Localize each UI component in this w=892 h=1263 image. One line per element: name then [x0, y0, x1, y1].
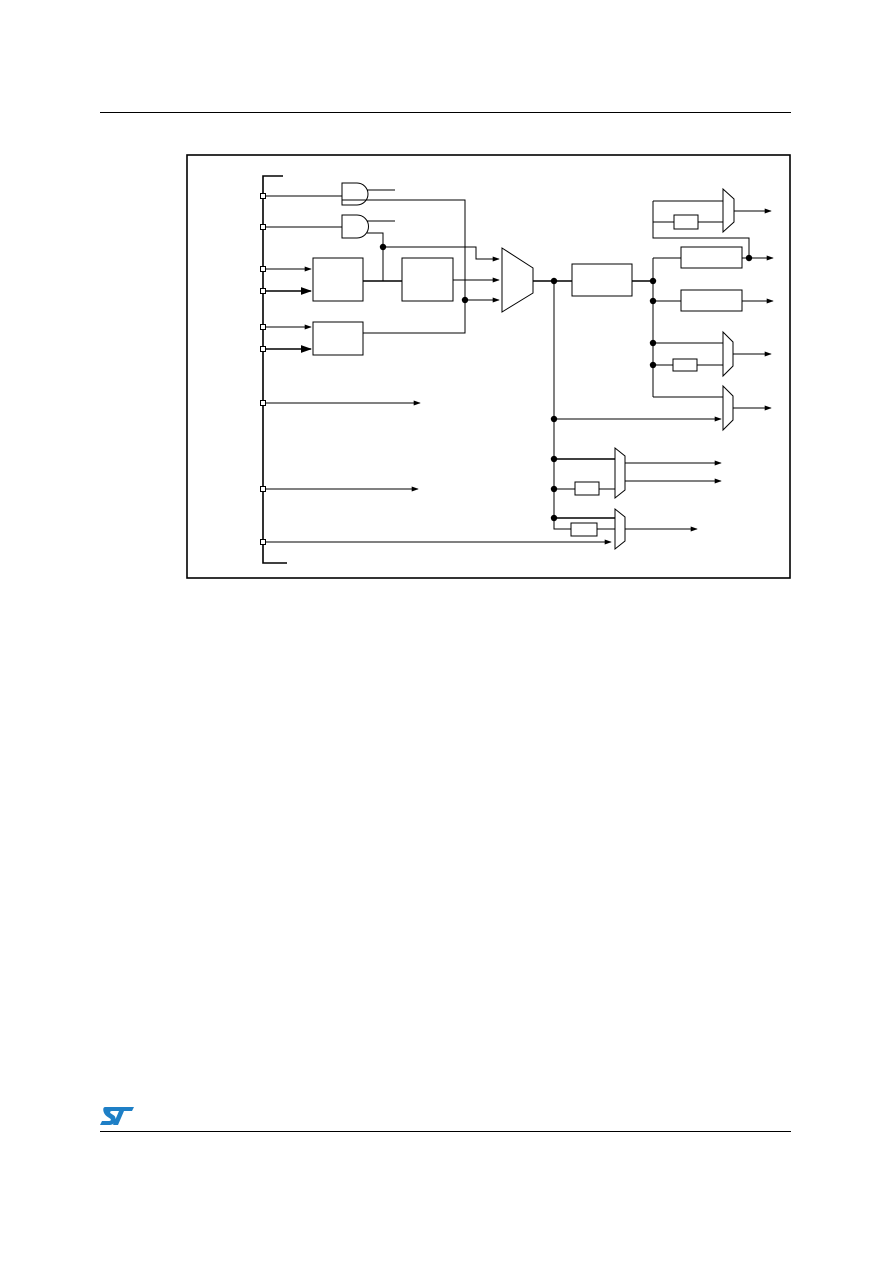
figure-frame	[186, 154, 791, 579]
header-rule	[100, 112, 791, 113]
st-logo-icon	[100, 1107, 134, 1125]
junction-dots	[379, 243, 753, 522]
resistor-3	[574, 481, 600, 496]
resistor-1	[673, 214, 699, 230]
output-mux-1	[722, 187, 735, 234]
main-mux	[501, 247, 534, 313]
output-mux-5	[614, 507, 626, 551]
output-mux-4	[614, 446, 626, 500]
output-mux-3	[722, 384, 734, 432]
block-e	[680, 246, 743, 269]
block-f	[680, 289, 743, 312]
block-d	[571, 263, 633, 297]
block-c	[312, 321, 364, 356]
output-mux-2	[722, 330, 734, 378]
block-b	[401, 257, 454, 302]
block-a	[312, 257, 364, 302]
resistor-2	[672, 358, 698, 372]
footer-rule	[100, 1131, 791, 1132]
and-gate-2	[341, 214, 369, 239]
resistor-4	[570, 522, 598, 537]
and-gate-1	[341, 182, 369, 206]
bus-pins	[260, 193, 266, 545]
input-bus	[262, 175, 287, 564]
